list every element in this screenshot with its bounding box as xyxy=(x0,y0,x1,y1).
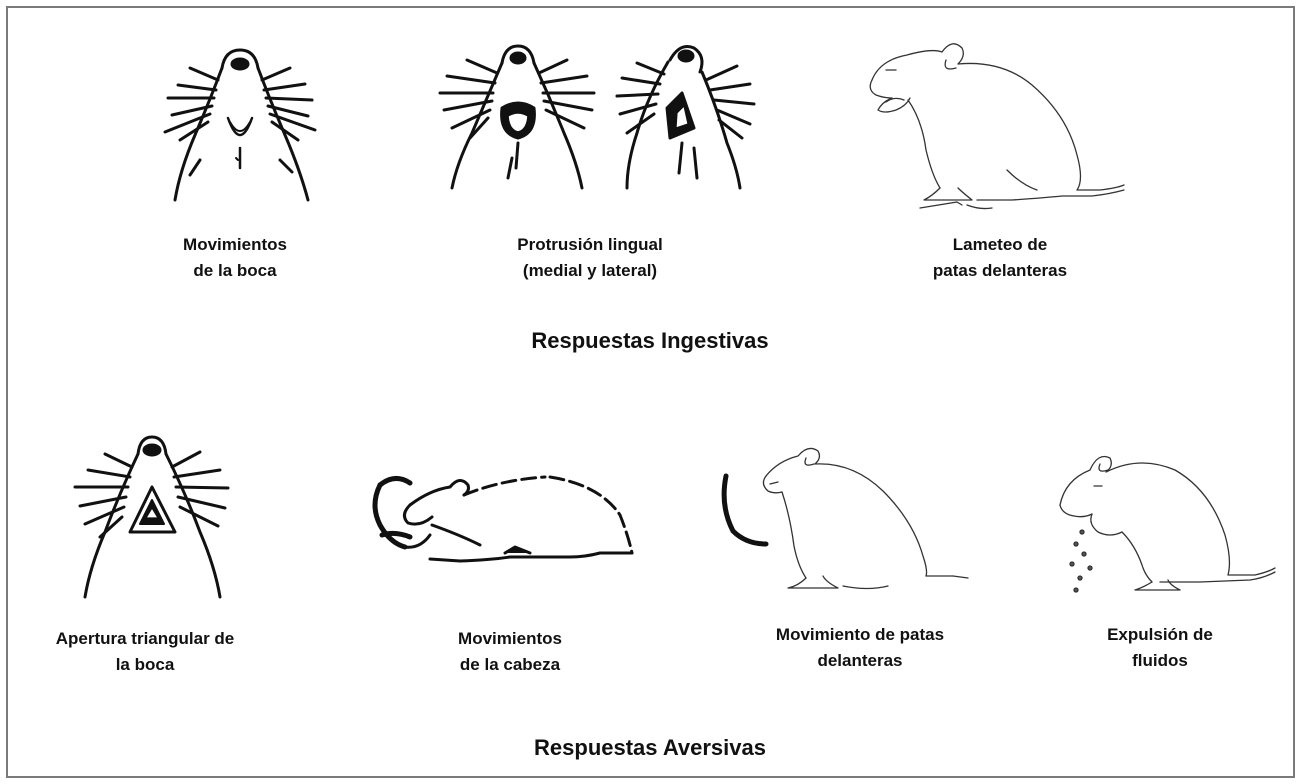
caption-line: delanteras xyxy=(740,648,980,674)
caption-line: la boca xyxy=(20,652,270,678)
caption-line: Lameteo de xyxy=(890,232,1110,258)
rat-fluid-expulsion-drawing xyxy=(1050,440,1280,605)
rat-face-tongue-protrusion-drawings xyxy=(432,38,762,193)
caption-line: Apertura triangular de xyxy=(20,626,270,652)
caption-line: Protrusión lingual xyxy=(470,232,710,258)
caption-line: patas delanteras xyxy=(890,258,1110,284)
heading-ingestive-responses: Respuestas Ingestivas xyxy=(450,328,850,354)
caption-line: (medial y lateral) xyxy=(470,258,710,284)
caption-fluid-expulsion: Expulsión de fluidos xyxy=(1060,622,1260,674)
caption-paw-licking: Lameteo de patas delanteras xyxy=(890,232,1110,284)
caption-line: Expulsión de xyxy=(1060,622,1260,648)
rat-paw-flail-drawing xyxy=(718,436,978,601)
rat-head-shake-drawing xyxy=(370,465,645,575)
caption-line: Movimientos xyxy=(130,232,340,258)
caption-line: Movimiento de patas xyxy=(740,622,980,648)
rat-paw-licking-drawing xyxy=(862,40,1132,215)
caption-line: Movimientos xyxy=(400,626,620,652)
rat-face-gape-drawing xyxy=(60,432,240,602)
caption-gape: Apertura triangular de la boca xyxy=(20,626,270,678)
rat-face-mouth-movements-drawing xyxy=(150,40,320,205)
caption-head-shake: Movimientos de la cabeza xyxy=(400,626,620,678)
caption-paw-flail: Movimiento de patas delanteras xyxy=(740,622,980,674)
caption-mouth-movements: Movimientos de la boca xyxy=(130,232,340,284)
heading-aversive-responses: Respuestas Aversivas xyxy=(450,735,850,761)
caption-line: de la cabeza xyxy=(400,652,620,678)
caption-tongue-protrusion: Protrusión lingual (medial y lateral) xyxy=(470,232,710,284)
caption-line: de la boca xyxy=(130,258,340,284)
caption-line: fluidos xyxy=(1060,648,1260,674)
